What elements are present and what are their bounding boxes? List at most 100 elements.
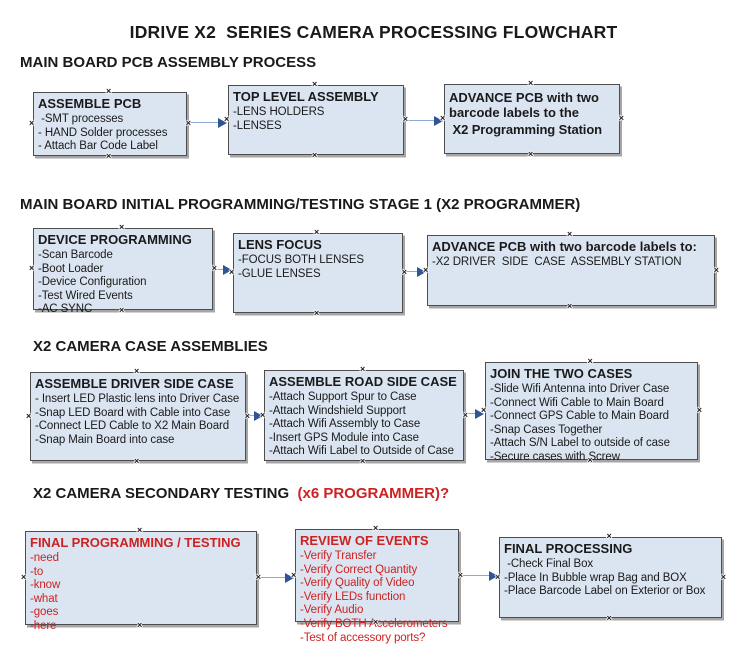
connection-point-icon: × bbox=[312, 79, 318, 89]
box-item: -Verify BOTH Accelerometers bbox=[300, 617, 448, 630]
box-title: FINAL PROGRAMMING / TESTING bbox=[30, 535, 241, 550]
flow-box-assemble-pcb[interactable]: × × × × ASSEMBLE PCB -SMT processes- HAN… bbox=[29, 87, 191, 161]
box-item: -what bbox=[30, 592, 58, 605]
connection-point-icon: × bbox=[423, 264, 429, 275]
box-item: -Place In Bubble wrap Bag and BOX bbox=[504, 571, 687, 584]
box-item: -SMT processes bbox=[38, 113, 124, 125]
flow-arrow[interactable] bbox=[214, 265, 232, 275]
box-item: -goes bbox=[30, 606, 59, 619]
box-title: ASSEMBLE ROAD SIDE CASE bbox=[269, 374, 457, 389]
connection-point-icon: × bbox=[567, 229, 573, 239]
box-item: -Test of accessory ports? bbox=[300, 631, 426, 644]
flow-box-device-programming[interactable]: × × × × DEVICE PROGRAMMING -Scan Barcode… bbox=[29, 223, 217, 316]
box-items: X2 Programming Station bbox=[449, 122, 617, 138]
box-item: - Insert LED Plastic lens into Driver Ca… bbox=[35, 393, 240, 405]
connection-point-icon: × bbox=[119, 305, 125, 315]
box-items: -Attach Support Spur to Case-Attach Wind… bbox=[269, 391, 461, 459]
connection-point-icon: × bbox=[26, 410, 32, 421]
flow-box-final-programming-testing[interactable]: × × × × FINAL PROGRAMMING / TESTING -nee… bbox=[21, 526, 261, 632]
connection-point-icon: × bbox=[106, 86, 112, 96]
connection-point-icon: × bbox=[137, 620, 143, 630]
connection-point-icon: × bbox=[255, 572, 261, 582]
connection-point-icon: × bbox=[528, 78, 534, 88]
section-heading-red-suffix: (x6 PROGRAMMER)? bbox=[289, 485, 450, 502]
section-heading-pcb-assembly: MAIN BOARD PCB ASSEMBLY PROCESS bbox=[20, 54, 317, 71]
box-item: -FOCUS BOTH LENSES bbox=[238, 254, 364, 266]
box-item: -Secure cases with Screw bbox=[490, 450, 620, 463]
box-item: -X2 DRIVER SIDE CASE ASSEMBLY STATION bbox=[432, 256, 682, 268]
box-title: ASSEMBLE PCB bbox=[38, 96, 142, 111]
connection-point-icon: × bbox=[134, 456, 140, 466]
box-item: -Boot Loader bbox=[38, 262, 104, 275]
box-items: -X2 DRIVER SIDE CASE ASSEMBLY STATION bbox=[432, 256, 712, 270]
section-heading-case-assemblies: X2 CAMERA CASE ASSEMBLIES bbox=[33, 338, 268, 355]
flow-arrow[interactable] bbox=[188, 118, 227, 128]
box-item: -Attach Wifi Label to Outside of Case bbox=[269, 445, 454, 458]
box-item: -Snap Main Board into case bbox=[35, 433, 175, 446]
flow-arrow[interactable] bbox=[258, 573, 294, 583]
box-title: REVIEW OF EVENTS bbox=[300, 533, 429, 548]
box-item: -need bbox=[30, 552, 59, 564]
box-item: -Connect LED Cable to X2 Main Board bbox=[35, 420, 230, 433]
box-item: -Verify Quality of Video bbox=[300, 577, 415, 590]
box-item: -Insert GPS Module into Case bbox=[269, 431, 419, 444]
box-item: -to bbox=[30, 565, 44, 578]
box-item: X2 Programming Station bbox=[449, 122, 603, 137]
flow-arrow[interactable] bbox=[247, 411, 263, 421]
box-items: -Check Final Box-Place In Bubble wrap Ba… bbox=[504, 558, 719, 599]
box-item: - Attach Bar Code Label bbox=[38, 140, 158, 153]
flow-arrow[interactable] bbox=[405, 116, 443, 126]
flow-box-final-processing[interactable]: × × × × FINAL PROCESSING -Check Final Bo… bbox=[495, 532, 726, 623]
connection-point-icon: × bbox=[312, 150, 318, 160]
flow-box-top-level-assembly[interactable]: × × × × TOP LEVEL ASSEMBLY -LENS HOLDERS… bbox=[224, 80, 408, 160]
connection-point-icon: × bbox=[587, 455, 593, 465]
box-item: -Snap LED Board with Cable into Case bbox=[35, 406, 231, 419]
flow-box-assemble-road-side-case[interactable]: × × × × ASSEMBLE ROAD SIDE CASE -Attach … bbox=[260, 365, 468, 466]
connection-point-icon: × bbox=[373, 523, 379, 533]
connection-point-icon: × bbox=[696, 405, 702, 415]
box-item: -Verify Correct Quantity bbox=[300, 563, 418, 576]
connection-point-icon: × bbox=[495, 571, 501, 582]
connection-point-icon: × bbox=[291, 569, 297, 580]
box-item: -Verify Transfer bbox=[300, 550, 377, 562]
box-item: -AC SYNC bbox=[38, 303, 93, 316]
connection-point-icon: × bbox=[224, 114, 230, 124]
box-item: -Slide Wifi Antenna into Driver Case bbox=[490, 383, 670, 395]
box-items: -SMT processes- HAND Solder processes- A… bbox=[38, 113, 184, 154]
connection-point-icon: × bbox=[106, 151, 112, 161]
connection-point-icon: × bbox=[528, 149, 534, 159]
box-item: -Connect Wifi Cable to Main Board bbox=[490, 396, 664, 409]
flow-arrow[interactable] bbox=[465, 409, 484, 419]
connection-point-icon: × bbox=[229, 267, 235, 277]
box-title: TOP LEVEL ASSEMBLY bbox=[233, 89, 379, 104]
box-item: -LENS HOLDERS bbox=[233, 106, 325, 118]
box-item: -Verify LEDs function bbox=[300, 590, 406, 603]
connection-point-icon: × bbox=[134, 366, 140, 376]
flow-box-assemble-driver-side-case[interactable]: × × × × ASSEMBLE DRIVER SIDE CASE - Inse… bbox=[26, 367, 250, 466]
flow-box-advance-to-case-assembly[interactable]: × × × × ADVANCE PCB with two barcode lab… bbox=[423, 230, 719, 311]
section-heading-text: X2 CAMERA SECONDARY TESTING bbox=[33, 485, 290, 502]
flow-box-lens-focus[interactable]: × × × × LENS FOCUS -FOCUS BOTH LENSES-GL… bbox=[229, 228, 407, 318]
flow-box-advance-to-programming-station[interactable]: × × × × ADVANCE PCB with two barcode lab… bbox=[440, 79, 624, 159]
connection-point-icon: × bbox=[119, 222, 125, 232]
box-title: DEVICE PROGRAMMING bbox=[38, 232, 192, 247]
flow-arrow[interactable] bbox=[404, 267, 426, 277]
box-item: -Connect GPS Cable to Main Board bbox=[490, 410, 669, 423]
box-item: -LENSES bbox=[233, 119, 282, 132]
box-item: -Device Configuration bbox=[38, 276, 147, 289]
box-title: ADVANCE PCB with two barcode labels to: bbox=[432, 239, 697, 254]
box-title: FINAL PROCESSING bbox=[504, 541, 633, 556]
box-item: -Attach S/N Label to outside of case bbox=[490, 437, 670, 450]
connection-point-icon: × bbox=[29, 263, 35, 273]
connection-point-icon: × bbox=[720, 571, 726, 582]
box-item: -Verify Audio bbox=[300, 604, 364, 617]
section-heading-secondary-testing: X2 CAMERA SECONDARY TESTING (x6 PROGRAMM… bbox=[33, 485, 449, 502]
box-item: -Attach Support Spur to Case bbox=[269, 391, 417, 403]
flow-arrow[interactable] bbox=[460, 571, 498, 581]
flow-box-review-of-events[interactable]: × × × × REVIEW OF EVENTS -Verify Transfe… bbox=[291, 524, 463, 644]
box-title: LENS FOCUS bbox=[238, 237, 322, 252]
connection-point-icon: × bbox=[457, 569, 463, 580]
box-item: -here bbox=[30, 619, 57, 632]
connection-point-icon: × bbox=[211, 263, 217, 273]
flow-box-join-the-two-cases[interactable]: × × × × JOIN THE TWO CASES -Slide Wifi A… bbox=[481, 357, 702, 465]
